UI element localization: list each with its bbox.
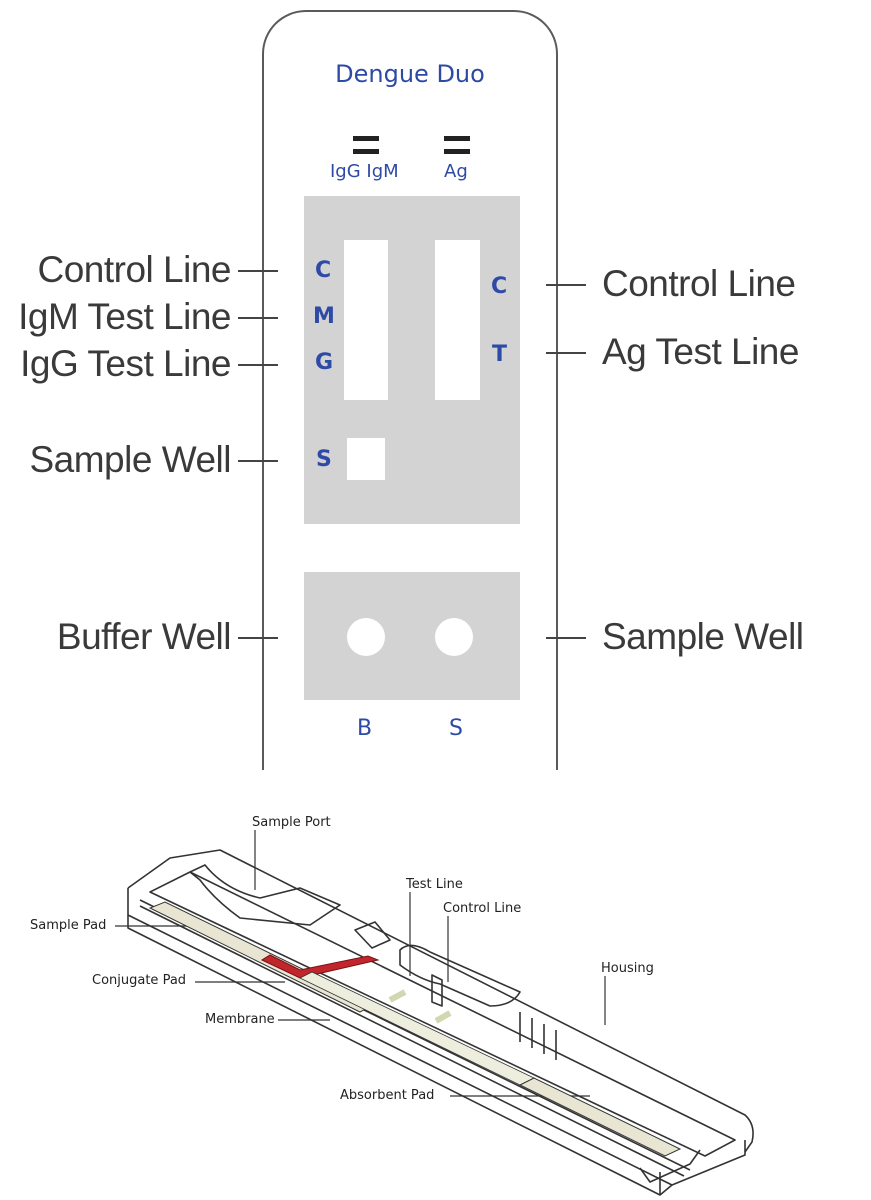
ag-indicator-bar-2 — [444, 149, 470, 154]
callout-sample-well-left: Sample Well — [29, 439, 231, 480]
callout-tick — [546, 284, 586, 286]
label-test-line: Test Line — [406, 877, 463, 892]
control-line-post — [431, 974, 443, 1007]
letter-s-sample: S — [316, 447, 332, 472]
buffer-well-circle — [347, 618, 385, 656]
housing-inner-rim — [149, 871, 736, 1157]
result-window-panel — [304, 196, 520, 524]
callout-tick — [238, 364, 278, 366]
housing-top-outline — [127, 849, 754, 1153]
sample-port-cutout — [189, 864, 341, 926]
label-sample-port: Sample Port — [252, 815, 331, 830]
letter-c-right: C — [491, 274, 508, 299]
ag-window-label: Ag — [444, 161, 468, 182]
letter-b-bottom: B — [357, 716, 373, 741]
callout-tick — [546, 637, 586, 639]
label-sample-pad: Sample Pad — [30, 918, 107, 933]
callout-tick — [238, 317, 278, 319]
label-membrane: Membrane — [205, 1012, 275, 1027]
window-cutout — [399, 944, 521, 1007]
label-absorbent-pad: Absorbent Pad — [340, 1088, 435, 1103]
label-housing: Housing — [601, 961, 654, 976]
callout-sample-well-right: Sample Well — [602, 616, 804, 657]
test-line-band — [388, 989, 407, 1003]
cassette-title: Dengue Duo — [335, 60, 485, 88]
igg-igm-result-window — [344, 240, 388, 400]
letter-c-left: C — [315, 258, 332, 283]
callout-igm-test-line: IgM Test Line — [18, 296, 231, 337]
callout-tick — [238, 637, 278, 639]
igg-igm-indicator-bar-1 — [353, 136, 379, 141]
ag-result-window — [435, 240, 480, 400]
igg-igm-indicator-bar-2 — [353, 149, 379, 154]
ag-indicator-bar-1 — [444, 136, 470, 141]
letter-t: T — [492, 342, 508, 367]
housing-front-lip — [639, 1149, 701, 1195]
letter-g: G — [315, 350, 334, 375]
sample-well-square — [347, 438, 385, 480]
lateral-flow-cutaway-illustration — [115, 830, 754, 1196]
callout-control-line-left: Control Line — [37, 249, 231, 290]
label-control-line: Control Line — [443, 901, 522, 916]
callout-buffer-well: Buffer Well — [56, 616, 232, 657]
letter-m: M — [313, 304, 335, 329]
callout-igg-test-line: IgG Test Line — [20, 343, 231, 384]
callout-tick — [238, 270, 278, 272]
sample-well-circle — [435, 618, 473, 656]
inner-step — [354, 921, 391, 949]
support-strut — [519, 1012, 557, 1060]
well-panel — [304, 572, 520, 700]
housing-rail-2 — [139, 905, 685, 1177]
absorbent-pad-strip — [518, 1077, 682, 1157]
housing-bottom-edge — [127, 915, 673, 1196]
callout-control-line-right: Control Line — [602, 263, 796, 304]
callout-tick — [238, 460, 278, 462]
igg-igm-window-label: IgG IgM — [330, 161, 399, 182]
label-conjugate-pad: Conjugate Pad — [92, 973, 187, 988]
control-line-band — [434, 1010, 452, 1024]
letter-s-bottom: S — [449, 716, 463, 741]
callout-tick — [546, 352, 586, 354]
membrane-strip — [299, 971, 535, 1086]
callout-ag-test-line: Ag Test Line — [602, 331, 799, 372]
